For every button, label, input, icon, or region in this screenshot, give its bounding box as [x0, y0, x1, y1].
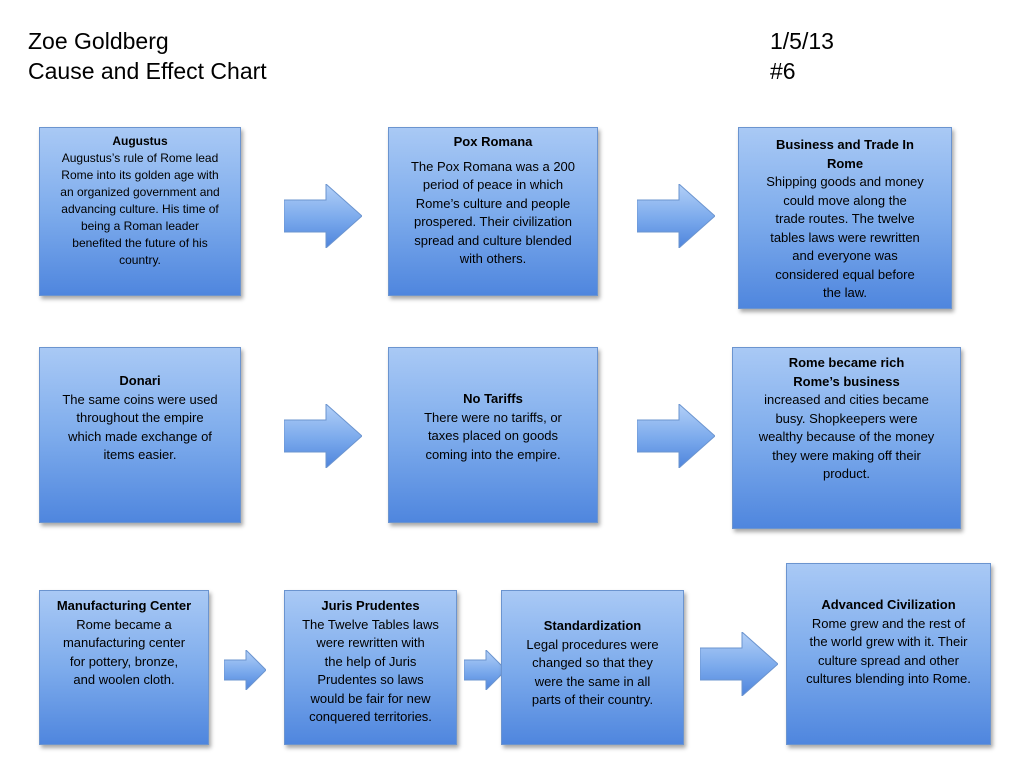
- number-label: #6: [770, 58, 796, 84]
- box-text-line: and woolen cloth.: [73, 672, 175, 687]
- box-juris-prudentes: Juris Prudentes The Twelve Tables laws w…: [284, 590, 457, 745]
- box-title: Advanced Civilization: [821, 597, 956, 612]
- box-standardization: Standardization Legal procedures were ch…: [501, 590, 684, 745]
- box-text-line: being a Roman leader: [80, 219, 200, 233]
- box-augustus: Augustus Augustus’s rule of Rome lead Ro…: [39, 127, 241, 296]
- author-name: Zoe Goldberg: [28, 28, 169, 54]
- box-text-line: The Twelve Tables laws: [302, 616, 439, 632]
- box-text-line: for pottery, bronze,: [69, 653, 179, 669]
- box-text-line: cultures blending into Rome.: [806, 671, 971, 686]
- right-arrow-icon: [637, 184, 715, 248]
- box-text-line: period of peace in which: [422, 177, 564, 192]
- box-title-line-2: Rome: [826, 155, 864, 171]
- right-arrow-icon: [284, 404, 362, 468]
- box-text-line: trade routes. The twelve: [775, 211, 915, 226]
- box-text-line: Shipping goods and money: [766, 174, 924, 189]
- box-text-line: with others.: [459, 251, 527, 266]
- box-text-line: There were no tariffs, or: [424, 409, 562, 425]
- box-text-line: and everyone was: [792, 248, 898, 263]
- date-label: 1/5/13: [770, 28, 834, 54]
- box-text-line: Rome became a: [76, 616, 172, 632]
- box-rome-became-rich: Rome became rich Rome’s business increas…: [732, 347, 961, 529]
- box-pox-romana: Pox Romana The Pox Romana was a 200 peri…: [388, 127, 598, 296]
- box-text-line: coming into the empire.: [425, 446, 561, 462]
- box-text-line: wealthy because of the money: [758, 429, 935, 444]
- box-text-line: would be fair for new: [310, 690, 431, 706]
- box-text-line: benefited the future of his: [72, 236, 208, 250]
- right-arrow-icon: [700, 632, 778, 696]
- box-text-line: the world grew with it. Their: [809, 634, 968, 649]
- box-text-line: Augustus’s rule of Rome lead: [61, 151, 219, 165]
- box-title: Augustus: [112, 134, 168, 148]
- box-text-line: tables laws were rewritten: [770, 229, 920, 245]
- box-title: Donari: [119, 373, 161, 388]
- box-text-line: manufacturing center: [62, 635, 186, 650]
- box-title: Standardization: [543, 618, 642, 633]
- box-title-line-2: Rome’s business: [793, 373, 900, 389]
- box-no-tariffs: No Tariffs There were no tariffs, or tax…: [388, 347, 598, 523]
- box-title: Pox Romana: [453, 134, 533, 149]
- box-text-line: Rome grew and the rest of: [811, 615, 966, 631]
- box-text-line: they were making off their: [772, 447, 921, 463]
- box-text-line: which made exchange of: [68, 428, 212, 444]
- box-text-line: Prudentes so laws: [317, 672, 424, 687]
- box-text-line: country.: [119, 253, 161, 267]
- box-title: Juris Prudentes: [321, 598, 420, 613]
- box-text-line: the help of Juris: [324, 653, 417, 669]
- box-text-line: an organized government and: [60, 185, 220, 199]
- box-text-line: were rewritten with: [316, 635, 425, 650]
- box-text-line: culture spread and other: [818, 652, 959, 668]
- box-text-line: spread and culture blended: [414, 232, 572, 248]
- box-donari: Donari The same coins were used througho…: [39, 347, 241, 523]
- box-text-line: the law.: [822, 285, 868, 300]
- right-arrow-icon: [224, 650, 266, 690]
- box-text-line: busy. Shopkeepers were: [775, 410, 918, 426]
- box-text-line: throughout the empire: [76, 410, 204, 425]
- box-title: Business and Trade In: [776, 137, 914, 152]
- box-text-line: advancing culture. His time of: [61, 202, 219, 216]
- box-text-line: prospered. Their civilization: [414, 214, 572, 229]
- box-business-and-trade: Business and Trade In Rome Shipping good…: [738, 127, 952, 309]
- right-arrow-icon: [637, 404, 715, 468]
- right-arrow-icon: [284, 184, 362, 248]
- box-title: Rome became rich: [788, 355, 905, 370]
- box-text-line: Legal procedures were: [526, 636, 659, 652]
- box-text-line: The Pox Romana was a 200: [410, 158, 576, 174]
- box-text-line: considered equal before: [775, 266, 915, 282]
- box-text-line: Rome into its golden age with: [61, 168, 219, 182]
- box-text-line: were the same in all: [534, 673, 651, 689]
- chart-subtitle: Cause and Effect Chart: [28, 58, 267, 84]
- box-text-line: conquered territories.: [309, 709, 432, 724]
- box-manufacturing-center: Manufacturing Center Rome became a manuf…: [39, 590, 209, 745]
- box-text-line: changed so that they: [532, 655, 653, 670]
- box-text-line: items easier.: [103, 447, 177, 462]
- box-text-line: The same coins were used: [62, 391, 218, 407]
- right-arrow-icon: [464, 650, 506, 690]
- box-text-line: Rome’s culture and people: [415, 195, 571, 211]
- box-text-line: product.: [823, 466, 870, 481]
- box-title: Manufacturing Center: [56, 598, 192, 613]
- box-text-line: increased and cities became: [764, 392, 929, 407]
- box-title: No Tariffs: [463, 391, 523, 406]
- box-text-line: taxes placed on goods: [427, 428, 559, 443]
- box-advanced-civilization: Advanced Civilization Rome grew and the …: [786, 563, 991, 745]
- box-text-line: parts of their country.: [531, 692, 654, 707]
- box-text-line: could move along the: [783, 192, 907, 208]
